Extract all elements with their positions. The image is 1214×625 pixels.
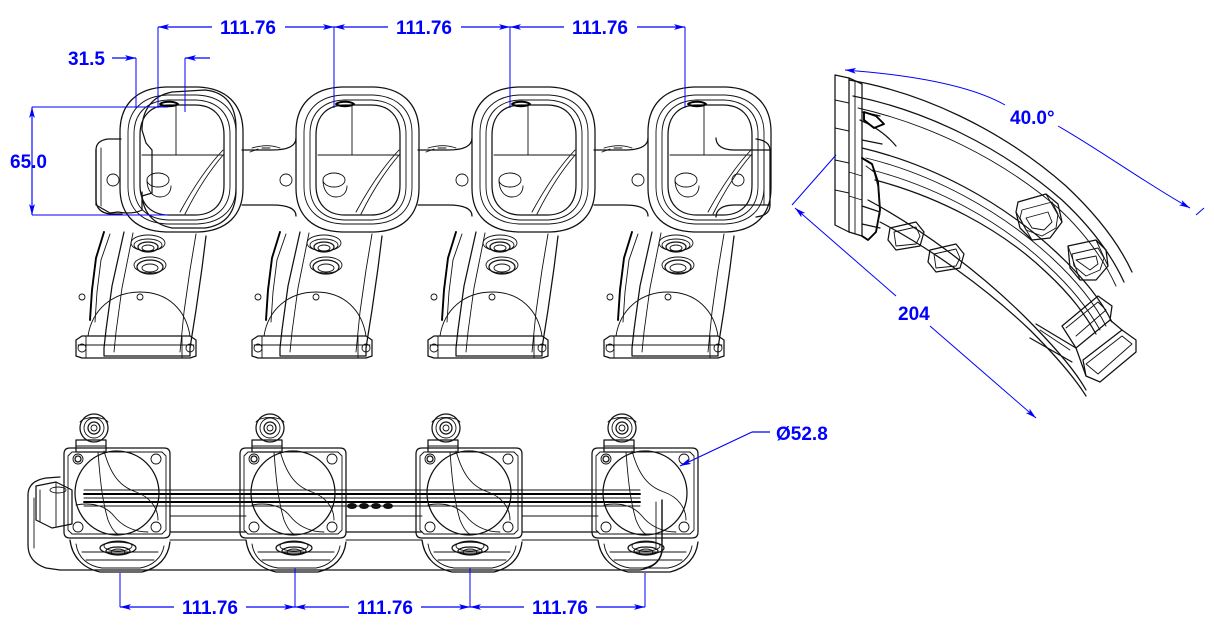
dim-label-top-pitch-2: 111.76 bbox=[396, 18, 452, 39]
dim-label-top-pitch-3: 111.76 bbox=[572, 18, 628, 39]
dim-label-angle: 40.0° bbox=[1010, 108, 1055, 129]
boss-stack-1 bbox=[130, 234, 167, 275]
boss-stack-3 bbox=[482, 234, 519, 275]
iso-view-geometry bbox=[834, 74, 1137, 397]
dimension-top-pitch-1: 111.76 bbox=[158, 18, 334, 39]
top-view-port-3 bbox=[427, 86, 596, 359]
callout-bore-diameter: Ø52.8 bbox=[679, 424, 828, 467]
dim-label-bottom-pitch-2: 111.76 bbox=[357, 598, 413, 619]
top-view-port-4 bbox=[603, 86, 772, 359]
bottom-view-dimensions: 111.76 111.76 111.76 Ø52.8 bbox=[119, 424, 828, 619]
top-view-dimensions: 111.76 111.76 111.76 31.5 65.0 bbox=[10, 18, 686, 216]
bottom-view-geometry bbox=[27, 413, 699, 573]
rail-emboss-text bbox=[347, 503, 393, 509]
bottom-view-throttle-4 bbox=[591, 413, 699, 573]
top-view-flange-web bbox=[95, 137, 771, 218]
dimension-angle-40: 40.0° bbox=[844, 67, 1191, 209]
boss-stack-2 bbox=[306, 234, 343, 275]
top-view-geometry bbox=[75, 86, 772, 359]
boss-stack-4 bbox=[658, 234, 695, 275]
dimension-bottom-pitch-1: 111.76 bbox=[120, 598, 295, 619]
iso-view-dimensions: 40.0° 204 bbox=[791, 67, 1205, 419]
dimension-top-pitch-3: 111.76 bbox=[510, 18, 685, 39]
dimension-offset-31-5: 31.5 bbox=[68, 49, 210, 112]
top-view-port-2 bbox=[251, 86, 420, 359]
dim-label-bottom-pitch-1: 111.76 bbox=[182, 598, 238, 619]
dim-label-length: 204 bbox=[898, 304, 930, 325]
ext-line-204-a bbox=[791, 154, 837, 206]
bottom-view-throttle-1 bbox=[63, 413, 171, 573]
iso-runner-mouth-2 bbox=[1067, 239, 1109, 281]
dim-label-bore: Ø52.8 bbox=[776, 424, 828, 445]
dimension-bottom-pitch-3: 111.76 bbox=[470, 598, 645, 619]
dim-label-offset: 31.5 bbox=[68, 49, 105, 70]
iso-runner-mouth-1 bbox=[1015, 193, 1063, 241]
dimension-length-204: 204 bbox=[791, 154, 1205, 419]
dim-label-height: 65.0 bbox=[10, 152, 47, 173]
bottom-view-throttle-3 bbox=[415, 413, 523, 573]
dimension-top-pitch-2: 111.76 bbox=[334, 18, 510, 39]
top-view-port-1 bbox=[75, 86, 244, 359]
dimension-bottom-pitch-2: 111.76 bbox=[295, 598, 470, 619]
dim-label-bottom-pitch-3: 111.76 bbox=[532, 598, 588, 619]
ext-line-204-b bbox=[1195, 207, 1205, 216]
dim-label-top-pitch-1: 111.76 bbox=[220, 18, 276, 39]
bottom-view-throttle-2 bbox=[239, 413, 347, 573]
dimension-height-65: 65.0 bbox=[10, 106, 168, 216]
